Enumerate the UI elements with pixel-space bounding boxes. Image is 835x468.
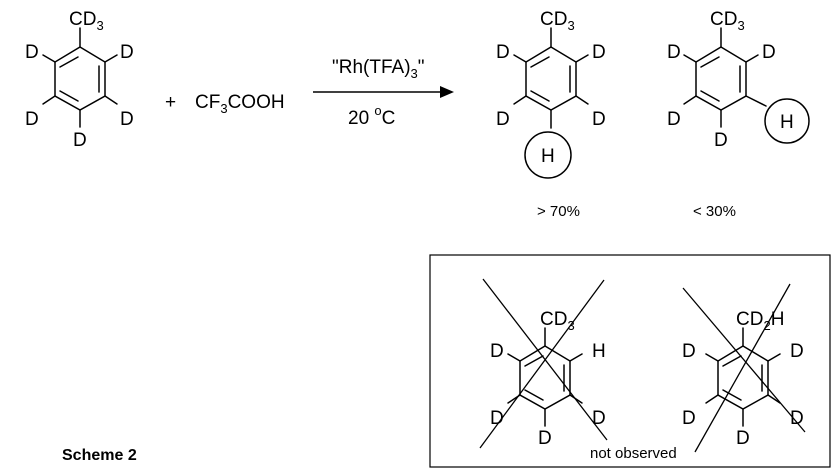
- reagent-label: CF3COOH: [195, 92, 285, 116]
- cd3-label: CD3: [710, 9, 745, 33]
- d-label: D: [490, 341, 504, 362]
- d-label: D: [496, 109, 510, 130]
- benzene-ring: [54, 46, 106, 111]
- d-label: D: [736, 428, 750, 449]
- d-label: D: [592, 42, 606, 63]
- d-label: D: [25, 109, 39, 130]
- d-label: D: [790, 408, 804, 429]
- benzene-ring: [519, 345, 571, 410]
- d-label: D: [682, 341, 696, 362]
- scheme-title: Scheme 2: [62, 447, 137, 464]
- cd3-label: CD3: [540, 9, 575, 33]
- h-label: H: [541, 146, 555, 167]
- highlight-circle: [764, 98, 810, 144]
- d-label: D: [496, 42, 510, 63]
- d-label: D: [592, 408, 606, 429]
- cross-out-line: [479, 279, 605, 449]
- d-label: D: [120, 109, 134, 130]
- cross-out-line: [694, 283, 791, 453]
- temperature-label: 20 oC: [348, 103, 395, 129]
- benzene-ring: [695, 46, 747, 111]
- h-label: H: [780, 112, 794, 133]
- d-label: D: [592, 109, 606, 130]
- d-label: D: [120, 42, 134, 63]
- d-label: D: [714, 130, 728, 151]
- product-meta-h: CD3 D D D D H: [667, 9, 810, 151]
- d-label: D: [790, 341, 804, 362]
- d-label: D: [762, 42, 776, 63]
- d-label: D: [682, 408, 696, 429]
- highlight-circle: [524, 131, 572, 179]
- h-label: H: [592, 341, 606, 362]
- plus-sign: +: [165, 92, 176, 113]
- d-label: D: [25, 42, 39, 63]
- excluded-product-ortho-h: CD3 H D D D D: [479, 278, 608, 449]
- product-para-h: CD3 D D D D H: [496, 9, 606, 179]
- not-observed-caption: not observed: [590, 445, 677, 462]
- reaction-arrow: [313, 86, 454, 98]
- d-label: D: [667, 42, 681, 63]
- yield-label: < 30%: [693, 203, 736, 220]
- not-observed-box: [429, 254, 831, 468]
- d-label: D: [667, 109, 681, 130]
- yield-label: > 70%: [537, 203, 580, 220]
- catalyst-label: "Rh(TFA)3": [332, 57, 425, 81]
- d-label: D: [490, 408, 504, 429]
- excluded-product-cd2h: CD2H D D D D D: [682, 283, 806, 453]
- starting-material: CD3 D D D D D: [25, 9, 134, 151]
- d-label: D: [73, 130, 87, 151]
- cd3-label: CD3: [69, 9, 104, 33]
- benzene-ring: [717, 345, 769, 410]
- benzene-ring: [525, 46, 577, 111]
- cross-out-line: [682, 287, 806, 433]
- d-label: D: [538, 428, 552, 449]
